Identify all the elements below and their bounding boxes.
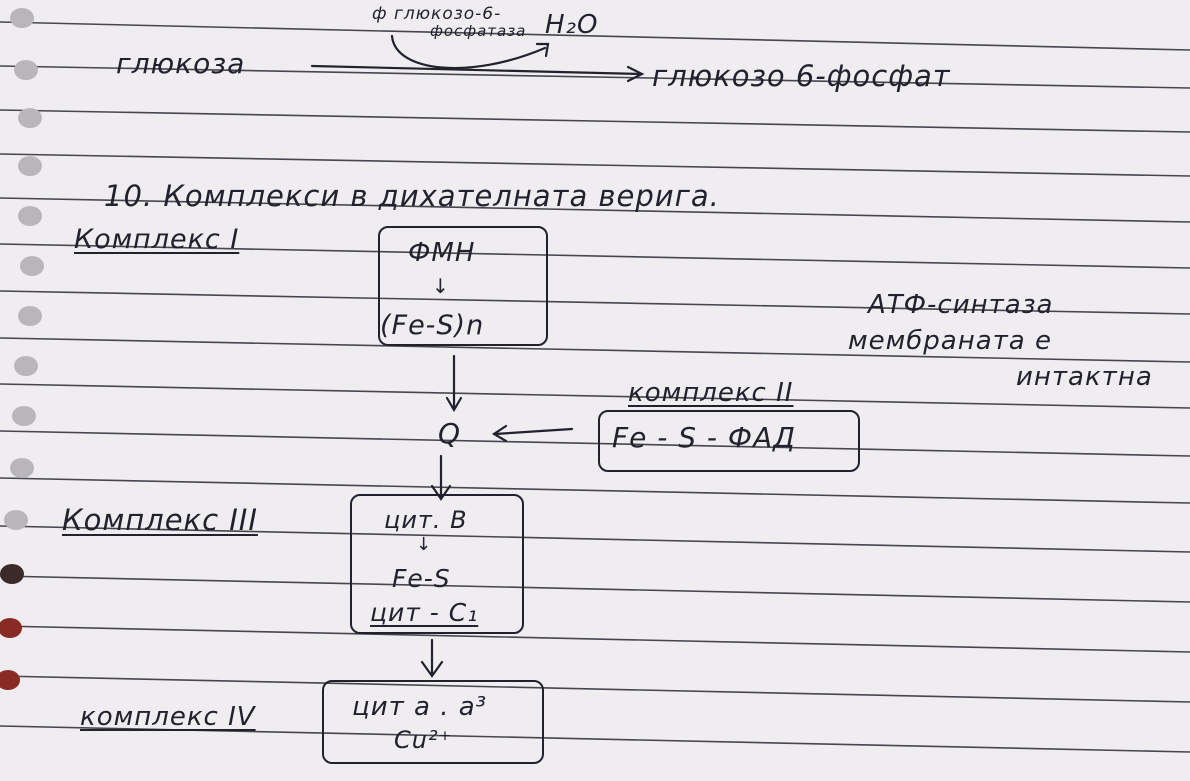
water-label: H₂O bbox=[545, 10, 599, 40]
complex2-content: Fe - S - ФАД bbox=[612, 421, 797, 454]
reaction-arrow bbox=[310, 64, 642, 76]
complex4-cyt-aa3: цит а . а³ bbox=[352, 692, 488, 722]
ruled-lines bbox=[0, 21, 1190, 753]
reaction-arrowhead bbox=[626, 65, 645, 83]
substrate-glucose: глюкоза bbox=[116, 47, 246, 80]
complex2-label: комплекс II bbox=[628, 378, 794, 408]
side-note-line1: АТФ-синтаза bbox=[868, 290, 1054, 320]
punch-holes bbox=[0, 8, 44, 690]
enzyme-label-line2: фосфатаза bbox=[430, 22, 527, 40]
side-note-line3: интактна bbox=[1016, 362, 1153, 392]
section-heading: 10. Комплекси в дихателната верига. bbox=[104, 179, 720, 213]
complex3-fes: Fe-S bbox=[392, 564, 451, 593]
complex4-cu: Cu²⁺ bbox=[394, 726, 453, 754]
complex1-down-arrow: ↓ bbox=[432, 274, 450, 298]
enzyme-arc-head bbox=[535, 42, 550, 58]
complex1-label: Комплекс I bbox=[74, 224, 240, 255]
enzyme-arc bbox=[390, 34, 547, 70]
complex3-cyt-c1: цит - C₁ bbox=[370, 598, 479, 627]
complex3-cyt-b: цит. B bbox=[384, 506, 468, 534]
enzyme-label-line1: ф глюкозо-6- bbox=[372, 4, 502, 24]
complex3-label: Комплекс III bbox=[62, 503, 258, 537]
complex4-label: комплекс IV bbox=[80, 702, 256, 732]
complex1-box bbox=[378, 226, 548, 346]
complex4-box bbox=[322, 680, 544, 764]
complex3-down-arrow: ↓ bbox=[416, 534, 433, 555]
ubiquinone-q: Q bbox=[438, 417, 462, 450]
complex1-fes: (Fe-S)n bbox=[380, 310, 485, 341]
complex3-box bbox=[350, 494, 524, 634]
side-note-line2: мембраната е bbox=[848, 326, 1052, 356]
product-glucose-6-phosphate: глюкозо 6-фосфат bbox=[652, 59, 951, 93]
arrow-complex2-to-q bbox=[493, 427, 574, 436]
complex2-box bbox=[598, 410, 860, 472]
complex1-fmn: ФМН bbox=[408, 238, 476, 268]
